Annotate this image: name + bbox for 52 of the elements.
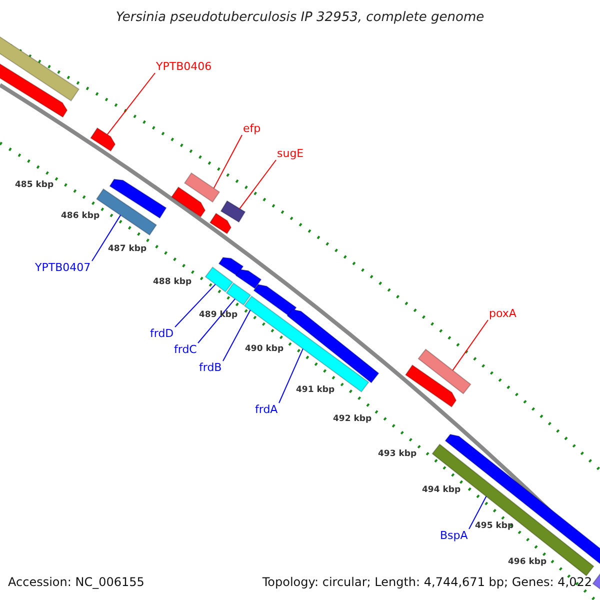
gene-feature-block [209, 212, 232, 234]
gene-label: sugE [277, 148, 304, 159]
gene-label: BspA [440, 530, 468, 541]
gene-bar [184, 172, 220, 203]
leader-line [468, 496, 487, 530]
scale-label: 493 kbp [378, 450, 417, 458]
footer-text: Topology: circular; Length: 4,744,671 bp; Genes: 4,022 [262, 576, 592, 588]
scale-label: 489 kbp [199, 311, 238, 320]
leader-line [278, 348, 304, 404]
gene-label: efp [243, 123, 261, 134]
scale-label: 495 kbp [475, 522, 514, 530]
gene-bar [226, 282, 252, 306]
gene-bar [418, 348, 472, 394]
scale-label: 491 kbp [296, 386, 335, 394]
gene-label: frdD [150, 328, 174, 339]
scale-label: 485 kbp [15, 181, 54, 190]
leader-line [239, 160, 276, 210]
gene-feature-block [170, 186, 206, 218]
gene-feature-block [109, 178, 167, 219]
leader-line [198, 298, 236, 344]
gene-feature-block [0, 62, 68, 118]
footer-text: Accession: NC_006155 [8, 576, 144, 588]
scale-label: 488 kbp [153, 278, 192, 286]
leader-line [106, 72, 156, 135]
scale-label: 487 kbp [108, 245, 147, 254]
gene-feature-block [253, 284, 297, 318]
gene-feature-block [404, 364, 457, 408]
gene-label: YPTB0407 [35, 262, 91, 273]
gene-label: frdC [174, 344, 197, 355]
scale-label: 492 kbp [333, 415, 372, 424]
gene-label: frdB [199, 362, 222, 373]
gene-feature-block [235, 268, 262, 290]
scale-label: 496 kbp [508, 558, 547, 566]
gene-bar [204, 266, 234, 292]
leader-line [222, 310, 251, 362]
gene-feature-block [218, 256, 244, 276]
leader-line [174, 284, 216, 328]
scale-label: 494 kbp [422, 486, 461, 494]
gene-feature-block [90, 127, 116, 152]
gene-bar [220, 200, 246, 223]
scale-label: 490 kbp [245, 345, 284, 354]
leader-line [452, 320, 488, 371]
gene-label: poxA [489, 308, 516, 319]
gene-feature-block [286, 308, 380, 384]
leader-line [92, 214, 121, 262]
scale-label: 486 kbp [61, 212, 100, 220]
gene-bar [244, 296, 370, 392]
title: Yersinia pseudotuberculosis IP 32953, complete genome [114, 11, 486, 24]
gene-bar [0, 36, 80, 102]
gene-label: frdA [255, 404, 278, 415]
gene-label: YPTB0406 [156, 61, 212, 72]
leader-line [213, 134, 242, 189]
